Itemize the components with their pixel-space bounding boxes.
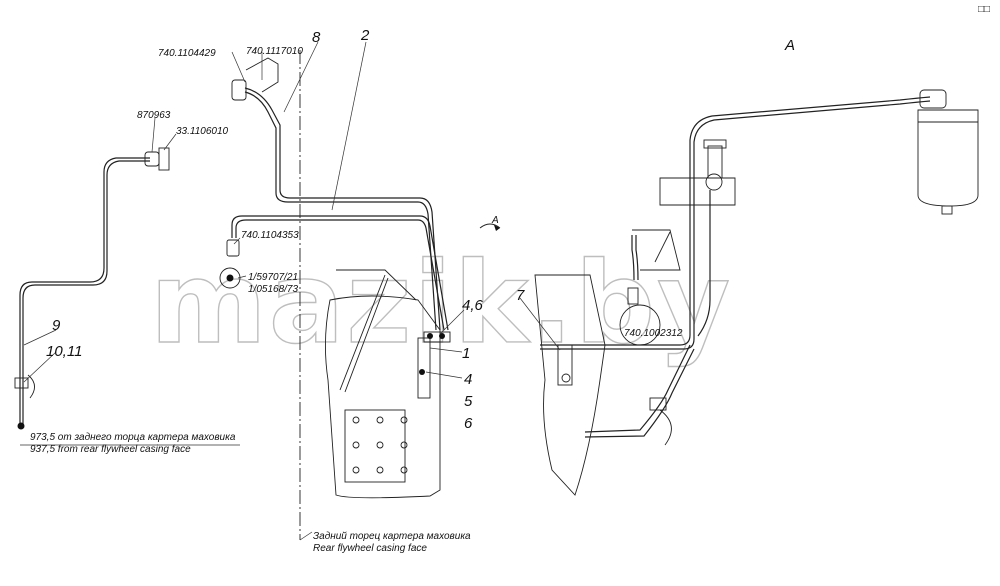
label-740-1104353: 740.1104353 <box>241 230 299 241</box>
view-a-marker: A <box>491 215 499 226</box>
view-a-label: A <box>784 37 795 54</box>
fuel-pipe-9 <box>19 157 150 425</box>
label-740-1104429: 740.1104429 <box>158 48 216 59</box>
filter-head <box>919 89 947 109</box>
callout-5: 5 <box>464 393 473 410</box>
callout-2: 2 <box>360 27 370 44</box>
housing-outline <box>534 274 606 496</box>
fitting-740-1104353 <box>226 239 240 257</box>
fuel-filter <box>917 109 979 207</box>
callout-4-6: 4,6 <box>462 297 484 314</box>
label-740-1002312: 740.1002312 <box>624 328 683 339</box>
fuel-pump <box>659 177 736 206</box>
label-1-59707-21: 1/59707/21 <box>248 272 298 283</box>
label-1-05168-73: 1/05168/73 <box>248 284 298 295</box>
fuel-pipe-8 <box>244 87 441 331</box>
casing-face-note-ru: Задний торец картера маховика <box>313 531 471 542</box>
callout-9: 9 <box>52 317 61 334</box>
pipe-clamp <box>423 331 451 343</box>
casing-face-note-en: Rear flywheel casing face <box>313 543 427 554</box>
label-33-1106010: 33.1106010 <box>176 126 229 137</box>
filter-supply-pipe <box>540 96 931 346</box>
mounting-plate <box>344 409 406 483</box>
bolt-4 <box>419 369 425 375</box>
dimension-note-en: 937,5 from rear flywheel casing face <box>30 444 191 455</box>
callout-1: 1 <box>462 345 470 362</box>
fuel-pipe-2 <box>231 215 449 331</box>
banjo-fitting <box>144 151 160 167</box>
callout-7: 7 <box>516 287 525 304</box>
pipe-end-fitting <box>17 422 25 430</box>
callout-6: 6 <box>464 415 473 432</box>
label-740-1117010: 740.1117010 <box>246 46 303 57</box>
bracket-7 <box>557 344 573 386</box>
clamp-10-11 <box>14 377 29 389</box>
callout-8: 8 <box>312 29 321 46</box>
label-870963: 870963 <box>137 110 171 121</box>
dimension-note-ru: 973,5 от заднего торца картера маховика <box>30 432 236 443</box>
corner-icon: □□ <box>978 4 990 15</box>
callout-4: 4 <box>464 371 472 388</box>
bolt-1-59707-21 <box>219 267 241 289</box>
union-33-1106010 <box>158 147 170 171</box>
fitting-740-1104429 <box>231 79 247 101</box>
pipe-clamp-right <box>649 397 667 411</box>
detail-740-1002312-marker <box>619 304 661 346</box>
callout-10-11: 10,11 <box>46 343 82 360</box>
